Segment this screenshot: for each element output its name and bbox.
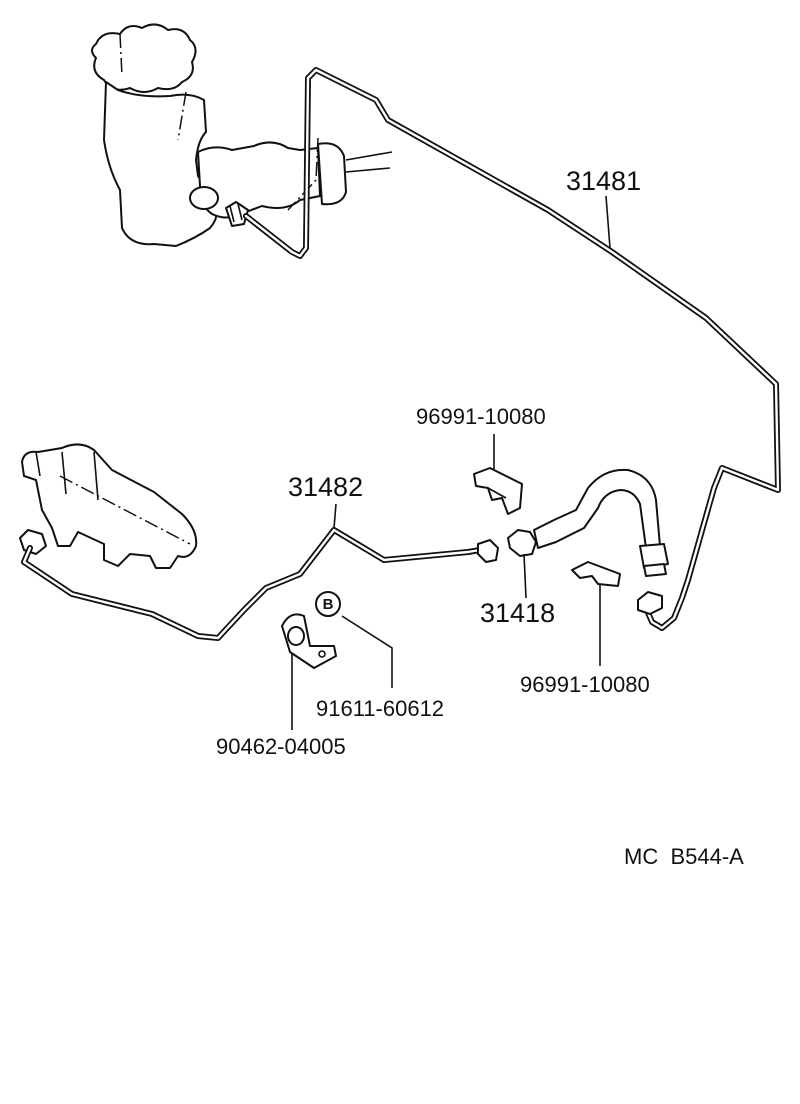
clamp bbox=[281, 613, 337, 669]
union-31418 bbox=[507, 468, 669, 577]
label-bolt: 91611-60612 bbox=[316, 696, 444, 721]
label-clip-lower: 96991-10080 bbox=[520, 672, 650, 697]
brake-pipe-31481 bbox=[243, 67, 781, 631]
label-clip-upper: 96991-10080 bbox=[416, 404, 546, 429]
label-31481: 31481 bbox=[566, 166, 641, 196]
label-31418: 31418 bbox=[480, 598, 555, 628]
clutch-release-cylinder bbox=[19, 443, 198, 569]
drawing-code: MC B544-A bbox=[624, 844, 744, 869]
clip-upper bbox=[473, 467, 523, 515]
brake-pipe-31482 bbox=[21, 527, 499, 641]
bolt-marker-label: B bbox=[323, 596, 334, 613]
clutch-master-cylinder bbox=[91, 23, 393, 247]
label-clamp: 90462-04005 bbox=[216, 734, 346, 759]
bolt-marker: B bbox=[315, 591, 341, 617]
leader-lines bbox=[291, 195, 611, 730]
label-31482: 31482 bbox=[288, 472, 363, 502]
clip-lower bbox=[571, 561, 621, 587]
